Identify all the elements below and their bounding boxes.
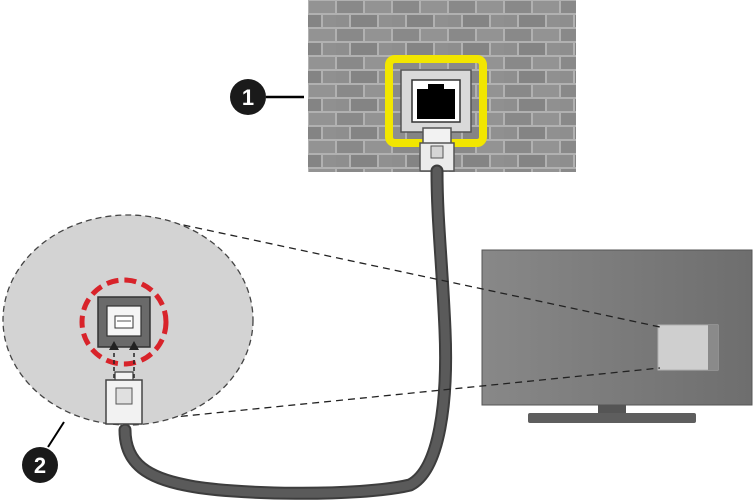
tv-lan-port-icon [657, 324, 719, 371]
tv-ethernet-socket-detail [79, 277, 169, 367]
wall-ethernet-socket-icon [385, 55, 487, 147]
callout-2-label: 2 [34, 453, 46, 478]
callout-1-label: 1 [242, 85, 254, 110]
zoom-guide-lines [144, 219, 661, 421]
ethernet-plug-icon [105, 371, 143, 425]
callout-2: 2 [22, 421, 65, 483]
callout-1: 1 [230, 79, 304, 115]
insert-arrows [113, 346, 135, 378]
